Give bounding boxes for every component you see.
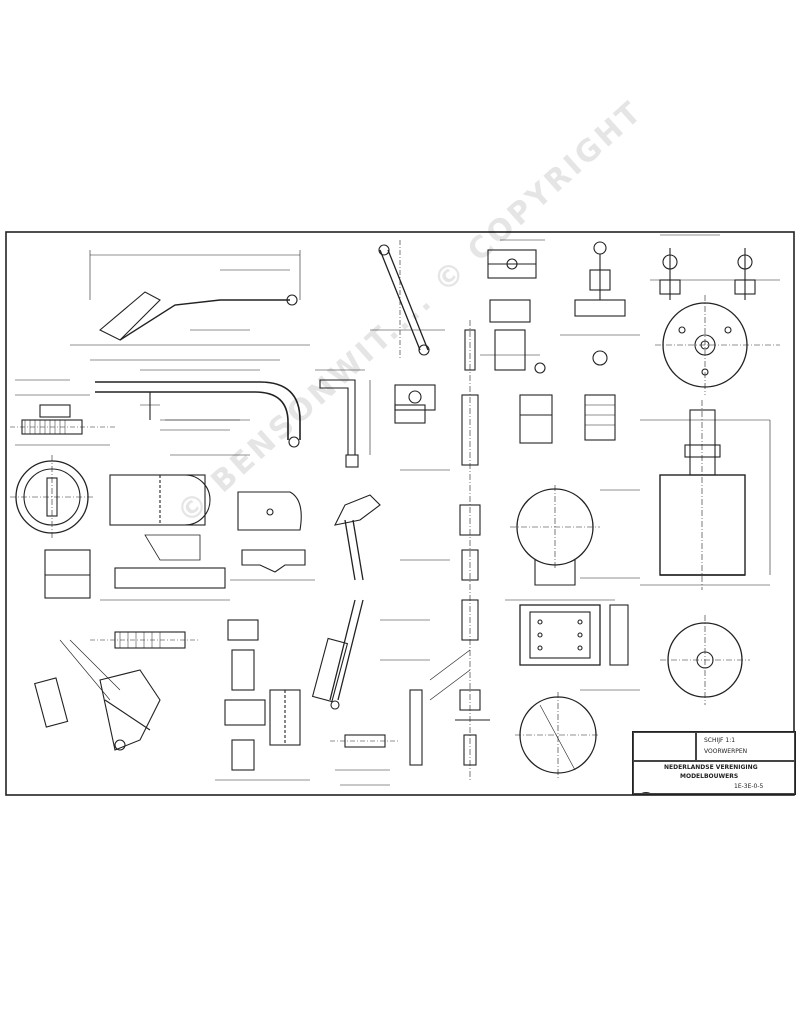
part-disc-right — [660, 615, 750, 705]
part-bracket-block — [44, 474, 230, 601]
drawing-number: 1E-3E-0-5 — [734, 783, 764, 790]
part-linkage-diagonal — [311, 494, 381, 710]
part-top-right-fittings — [650, 248, 780, 300]
organisation-cell: NEDERLANDSE VERENIGING MODELBOUWERS 1E-3… — [633, 760, 795, 794]
part-linkage-top — [370, 240, 445, 411]
part-bent-lever — [70, 250, 310, 361]
title-cell-left — [633, 732, 697, 762]
part-fittings-top — [394, 249, 553, 444]
subject-text: VOORWERPEN — [704, 748, 748, 755]
part-flange-disc — [655, 295, 780, 395]
part-threaded-rod-left — [10, 394, 115, 446]
part-valve-assembly — [534, 241, 640, 441]
title-cell-right: SCHIJF 1:1 VOORWERPEN — [695, 732, 795, 762]
part-bottom-left-assembly — [34, 631, 200, 751]
part-angle-bracket — [315, 369, 371, 468]
part-bottom-rod — [330, 649, 471, 771]
part-bottom-disc — [515, 692, 600, 780]
part-bottom-middle-fittings — [215, 619, 310, 781]
part-round-cover — [510, 485, 600, 586]
leader-lines — [15, 234, 720, 786]
title-block: SCHIJF 1:1 VOORWERPEN NEDERLANDSE VERENI… — [632, 731, 796, 795]
part-disc-left — [10, 455, 95, 540]
part-vertical-rod-center — [455, 320, 490, 780]
organisation-line-2: MODELBOUWERS — [680, 773, 739, 780]
organisation-line-1: NEDERLANDSE VERENIGING — [664, 764, 758, 771]
scale-text: SCHIJF 1:1 — [704, 737, 736, 744]
part-frame-with-holes — [505, 599, 629, 666]
nvm-logo-icon — [636, 792, 656, 793]
part-cylinder-tank — [640, 400, 771, 590]
sheet-border — [5, 231, 795, 796]
part-curved-handle — [95, 369, 301, 448]
part-plate — [230, 491, 315, 581]
